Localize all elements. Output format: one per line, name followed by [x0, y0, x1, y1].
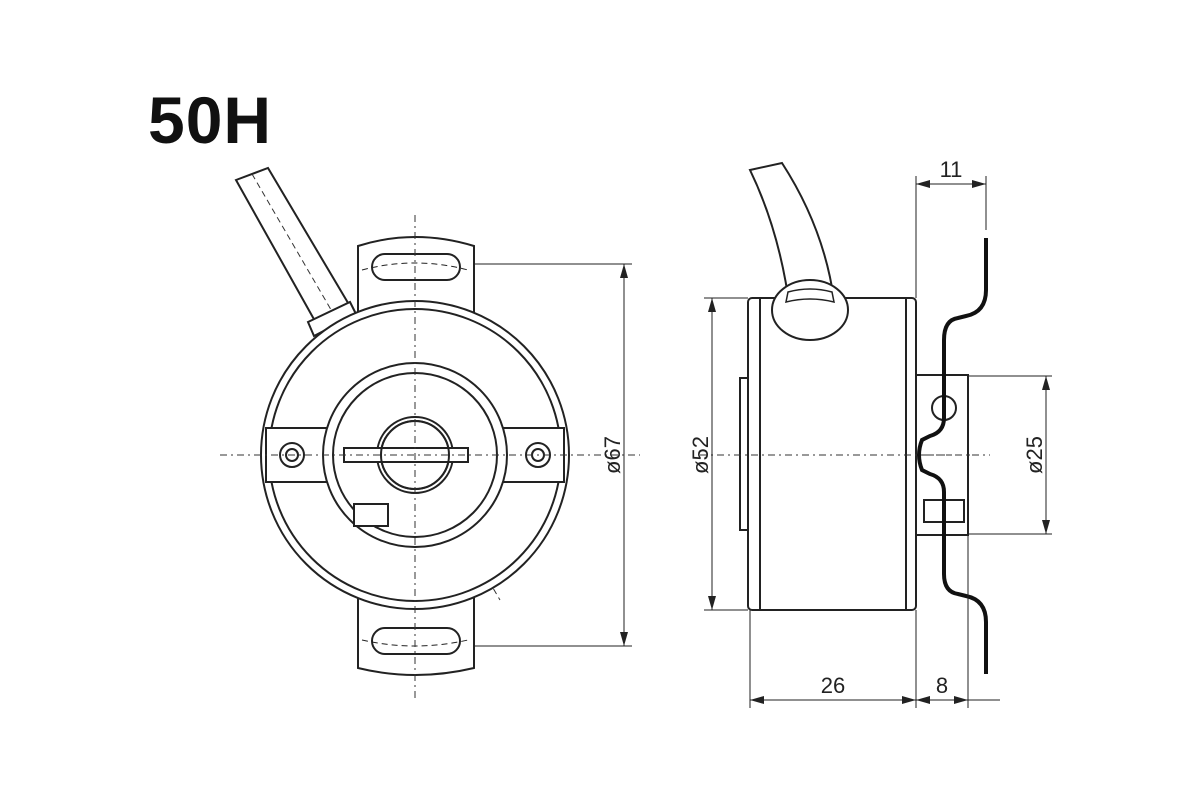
top-mounting-ear [357, 236, 475, 317]
bottom-mounting-ear [357, 594, 475, 676]
shaft-diameter-label: ø25 [1022, 436, 1047, 474]
bracket-offset-label: 11 [940, 157, 963, 182]
dim-bracket-offset [915, 176, 987, 298]
front-view: ø67 [220, 166, 640, 700]
dim-side-diameter [704, 297, 748, 611]
side-view: ø52 ø25 11 26 [688, 157, 1052, 708]
side-diameter-label: ø52 [688, 436, 713, 474]
spring-bracket [917, 238, 988, 674]
left-screw [279, 442, 305, 468]
clamp-length-label: 8 [936, 673, 948, 698]
dim-front-diameter [474, 263, 632, 647]
body-length-label: 26 [821, 673, 845, 698]
anti-rotation-block [353, 503, 389, 527]
front-diameter-label: ø67 [600, 436, 625, 474]
dim-lengths [749, 535, 1000, 708]
model-title: 50H [148, 83, 273, 157]
dim-shaft-diameter [968, 375, 1052, 535]
side-body [747, 297, 917, 611]
